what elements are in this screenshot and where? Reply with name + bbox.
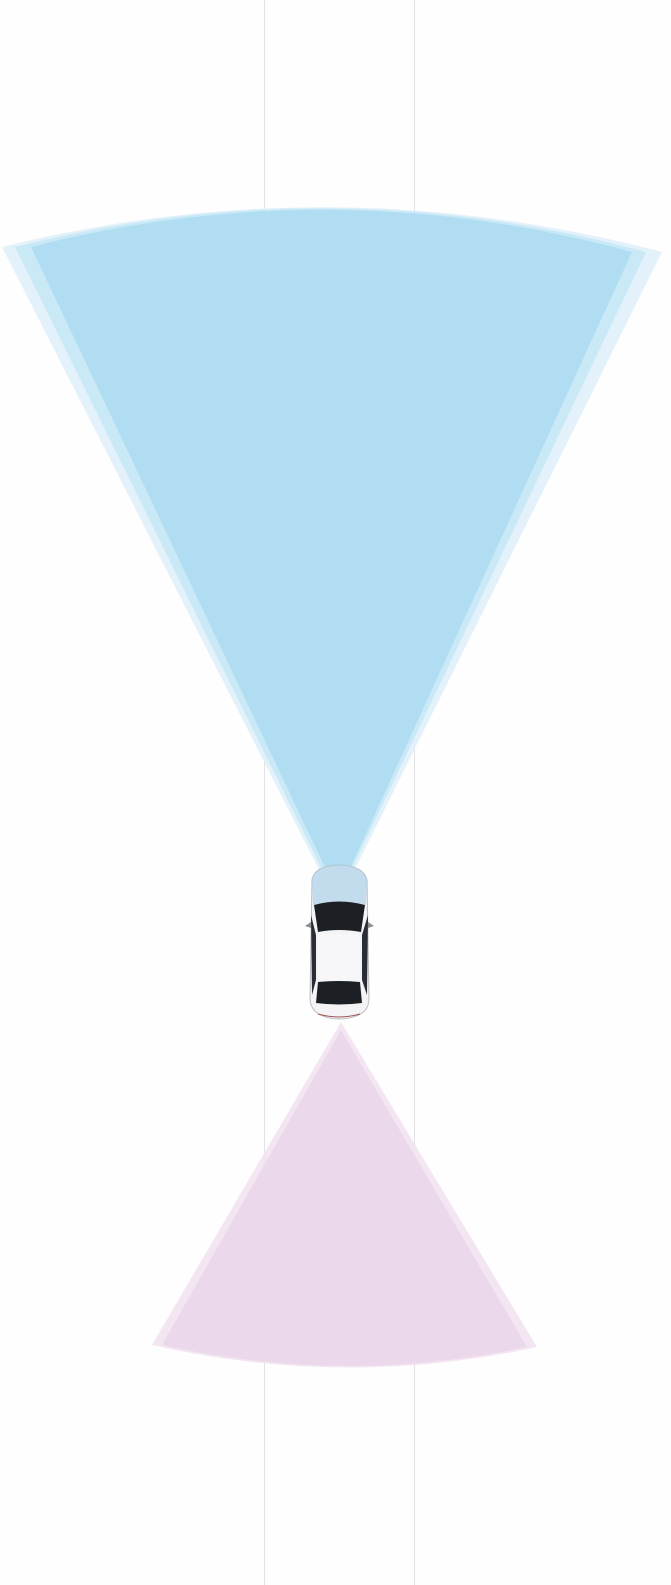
- rear-sensor-cone-inner: [162, 1030, 527, 1367]
- car-top-view-icon: [305, 864, 374, 1020]
- front-sensor-cone-inner: [31, 209, 632, 895]
